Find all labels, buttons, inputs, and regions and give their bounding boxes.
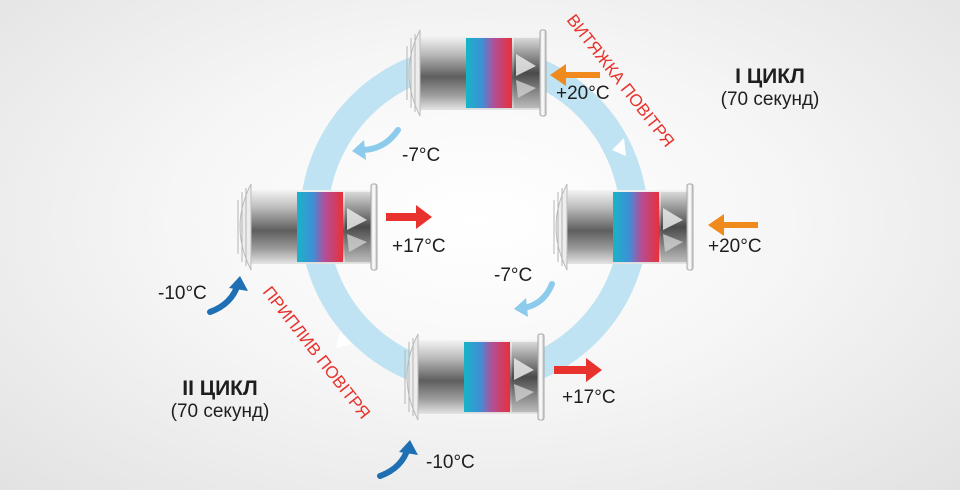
cold-air-in-arrow — [377, 440, 418, 479]
cycle-2-title: II ЦИКЛ — [182, 377, 258, 400]
cycle-1-title: I ЦИКЛ — [735, 65, 805, 88]
ventilator-unit-right — [553, 183, 694, 271]
ring-direction-marker — [336, 332, 352, 348]
cycle-1-duration: (70 секунд) — [720, 89, 820, 111]
warm-air-in-arrow — [708, 214, 758, 236]
cycle-1-label: I ЦИКЛ (70 секунд) — [700, 64, 840, 112]
cold-air-in-arrow — [207, 276, 248, 315]
ventilator-unit-left — [237, 183, 378, 271]
cycle-2-label: II ЦИКЛ (70 секунд) — [150, 376, 290, 424]
temp-right-out: +20°C — [708, 236, 762, 257]
ring-direction-marker — [612, 138, 626, 156]
temp-right-in: -7°C — [494, 265, 533, 286]
ventilator-unit-bottom — [404, 333, 545, 421]
cooled-air-arrow — [514, 281, 555, 317]
heated-air-out-arrow — [386, 205, 432, 229]
temp-left-in: -10°C — [158, 283, 207, 304]
heated-air-out-arrow — [554, 358, 602, 382]
temp-top-out: +20°C — [556, 83, 610, 104]
cooled-air-arrow — [352, 127, 401, 160]
temp-bottom-out: +17°C — [562, 387, 616, 408]
warm-air-in-arrow — [550, 64, 600, 86]
temp-bottom-in: -10°C — [426, 452, 475, 473]
ventilator-unit-top — [406, 29, 547, 117]
temp-left-out: +17°C — [392, 236, 446, 257]
temp-top-in: -7°C — [402, 145, 441, 166]
cycle-2-duration: (70 секунд) — [170, 401, 270, 423]
